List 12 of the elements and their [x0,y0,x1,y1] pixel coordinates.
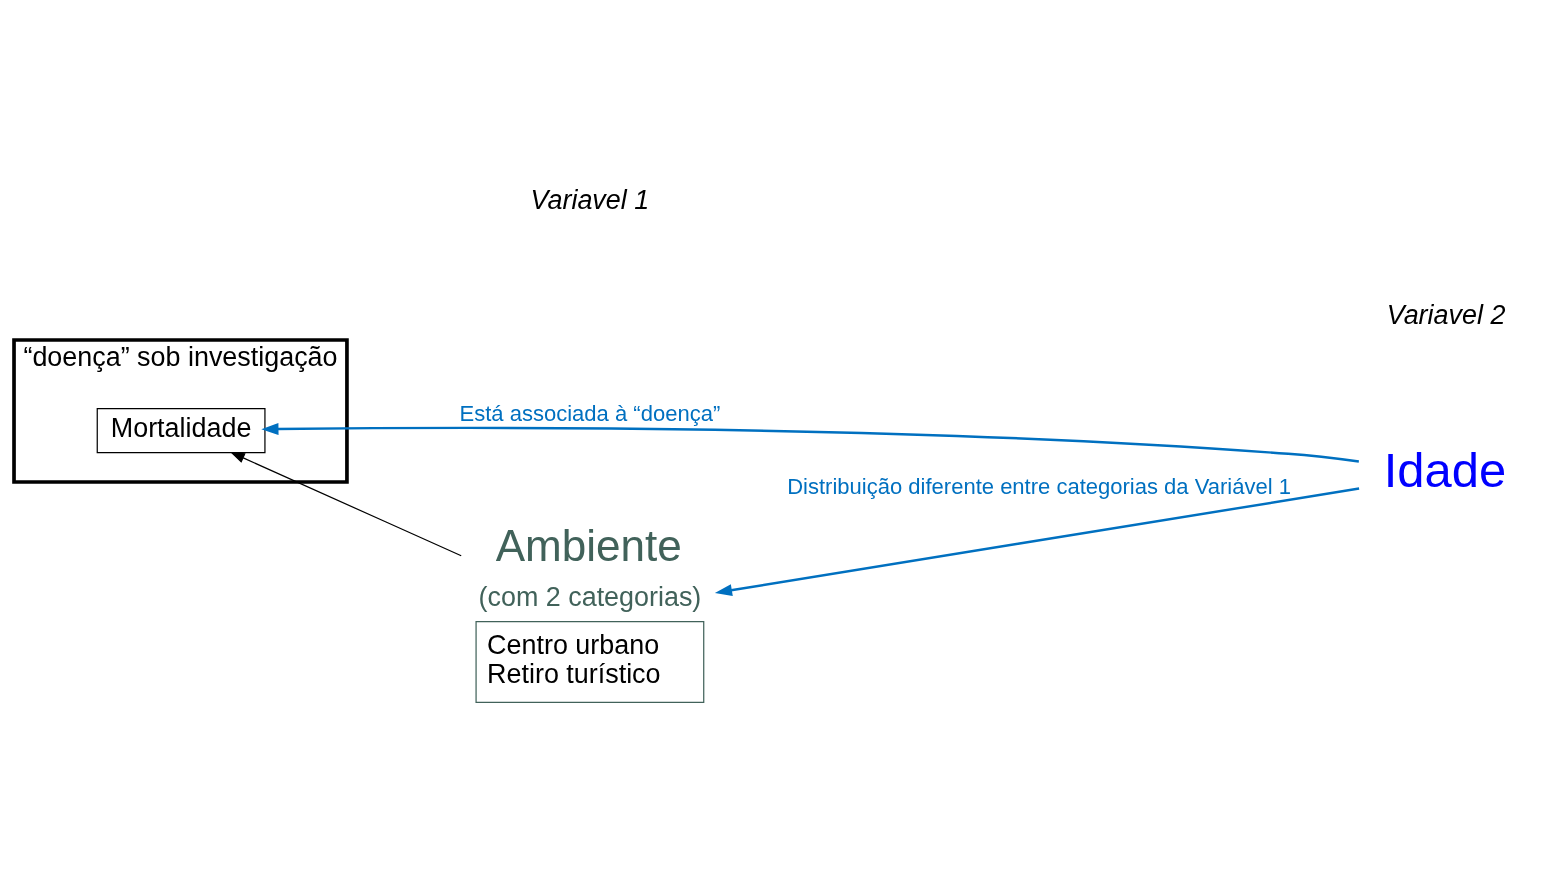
label: Variavel 1 [530,184,650,215]
arrow [714,487,1360,597]
node-label: Ambiente [495,521,682,571]
arrow [261,423,1359,463]
arrow [230,452,462,557]
node-box: Mortalidade [96,407,266,454]
node-label: (com 2 categorias) [478,582,702,613]
node-box: Centro urbano Retiro turístico [475,620,705,703]
edge-label: Distribuição diferente entre categorias da Variável 1 [787,473,1291,499]
edge-label: Está associada à “doença” [459,401,721,427]
node-text: Idade [1383,442,1507,497]
label: Variavel 2 [1386,299,1506,330]
